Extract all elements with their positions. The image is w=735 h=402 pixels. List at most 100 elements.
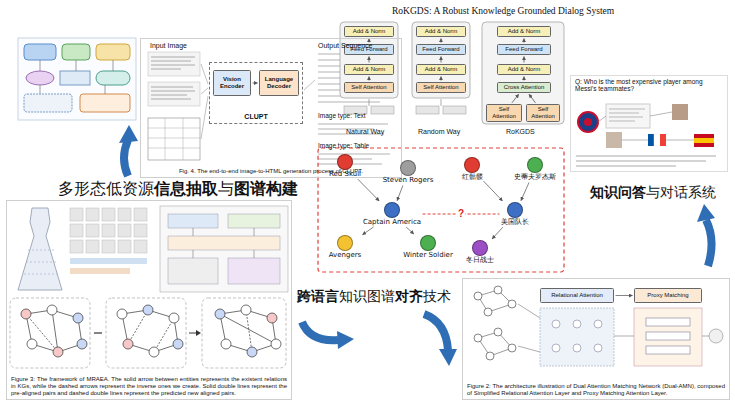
node-text: Add & Norm	[508, 28, 541, 35]
flow-graphic	[18, 38, 136, 120]
entity-dot	[527, 157, 543, 173]
connector	[524, 77, 525, 81]
label-text: 知识问答	[590, 184, 646, 200]
section-title: 跨语言知识图谱对齐技术	[297, 288, 451, 304]
group-box: CLUPT Vision Encoder Language Decoder	[209, 62, 303, 124]
node-text: CLUPT	[244, 113, 267, 121]
node-text: Self Attention	[529, 106, 557, 120]
entity-dot	[384, 202, 400, 218]
connector	[441, 39, 442, 43]
connector	[406, 227, 414, 234]
figure-panel: Fig. 4. The end-to-end image-to-HTML gen…	[140, 38, 402, 178]
entity-dot	[464, 157, 480, 173]
entity-node: 冬日战士	[466, 240, 494, 264]
entity-dot	[400, 160, 416, 176]
connector	[441, 57, 442, 63]
process-box: Add & Norm	[416, 64, 466, 75]
connector	[397, 185, 403, 200]
node-text: Cross Attention	[504, 84, 545, 91]
process-box: Cross Attention	[497, 82, 551, 93]
node-text: Avengers	[329, 251, 362, 259]
process-box: Add & Norm	[497, 26, 551, 37]
entity-node: 美国队长	[501, 202, 529, 226]
label-text: Input Image	[150, 42, 187, 50]
label-text: RoKGDS	[506, 128, 535, 136]
label-text: RoKGDS: A Robust Knowledge Grounded Dial…	[392, 6, 614, 17]
label-text: 对齐	[395, 288, 423, 304]
node-text: Self Attention	[423, 84, 458, 91]
node-text: Red Skull	[329, 170, 361, 178]
entity-node: Avengers	[329, 235, 362, 259]
entity-node: 红骷髅	[462, 157, 483, 181]
connector	[358, 179, 379, 201]
label-text: 信息抽取	[154, 180, 218, 198]
process-box: Self Attention	[526, 104, 560, 122]
figure-panel: Figure 2: The architecture illustration …	[462, 278, 730, 400]
figure-panel: Figure 3: The framework of MRAEA. The so…	[6, 200, 292, 400]
node-text: Steven Rogers	[383, 176, 434, 184]
process-box: Self Attention	[344, 82, 394, 93]
entity-dot	[337, 235, 353, 251]
node-text: Figure 3: The framework of MRAEA. The so…	[11, 376, 287, 397]
node-text: Add & Norm	[425, 66, 458, 73]
connector	[253, 83, 258, 84]
node-text: 冬日战士	[466, 256, 494, 264]
node-text: 红骷髅	[462, 173, 483, 181]
process-box: Relational Attention	[540, 288, 614, 303]
connector	[521, 182, 529, 200]
label-text: 与对话系统	[646, 184, 716, 200]
entity-node: Winter Soldier	[403, 235, 453, 259]
connector	[441, 77, 442, 81]
label-text: Random Way	[418, 128, 460, 136]
mraea-figure	[6, 200, 292, 402]
entity-dot	[420, 235, 436, 251]
section-title: 多形态低资源信息抽取与图谱构建	[58, 180, 298, 198]
label-text: 跨语言	[297, 288, 339, 304]
node-text: 史蒂夫罗杰斯	[514, 173, 556, 181]
node-text: Feed Forward	[422, 46, 459, 53]
dual-amn-figure	[462, 278, 730, 400]
process-box: Add & Norm	[416, 26, 466, 37]
connector	[369, 57, 370, 63]
process-box: Add & Norm	[344, 64, 394, 75]
entity-node: 史蒂夫罗杰斯	[514, 157, 556, 181]
node-text: Self Attention	[489, 106, 519, 120]
node-text: Add & Norm	[353, 66, 386, 73]
node-text: Feed Forward	[505, 46, 542, 53]
entity-node: Captain America	[363, 202, 421, 226]
label-text: Natural Way	[346, 128, 384, 136]
connector	[369, 77, 370, 81]
process-box: Feed Forward	[416, 44, 466, 55]
node-text: 美国队长	[501, 218, 529, 226]
node-text: Add & Norm	[508, 66, 541, 73]
edge-label: ?	[457, 209, 465, 219]
connector	[484, 181, 503, 201]
connector	[512, 94, 519, 103]
node-text: Figure 2: The architecture illustration …	[467, 383, 725, 397]
label-text: 技术	[423, 288, 451, 304]
process-box: Feed Forward	[497, 44, 551, 55]
process-box: Vision Encoder	[213, 70, 251, 96]
entity-dot	[472, 240, 488, 256]
label-text: 图谱构建	[234, 180, 298, 198]
connector	[529, 94, 535, 103]
process-box: Self Attention	[416, 82, 466, 93]
node-text: Add & Norm	[425, 28, 458, 35]
process-box: Self Attention	[486, 104, 522, 122]
label-text: Output Sequence	[318, 42, 373, 50]
node-text: Relational Attention	[551, 292, 603, 299]
connector	[362, 227, 373, 235]
process-box: Language Decoder	[259, 70, 299, 96]
flow-arrows	[119, 125, 715, 366]
process-box: Add & Norm	[344, 26, 394, 37]
node-text: Vision Encoder	[216, 76, 248, 90]
node-text: Proxy Matching	[647, 292, 688, 299]
qa-figure	[570, 75, 728, 172]
node-text: Add & Norm	[353, 28, 386, 35]
node-text: Self Attention	[351, 84, 386, 91]
node-text: Captain America	[363, 218, 421, 226]
label-text: Image type: Table	[318, 142, 369, 149]
connector	[524, 57, 525, 63]
